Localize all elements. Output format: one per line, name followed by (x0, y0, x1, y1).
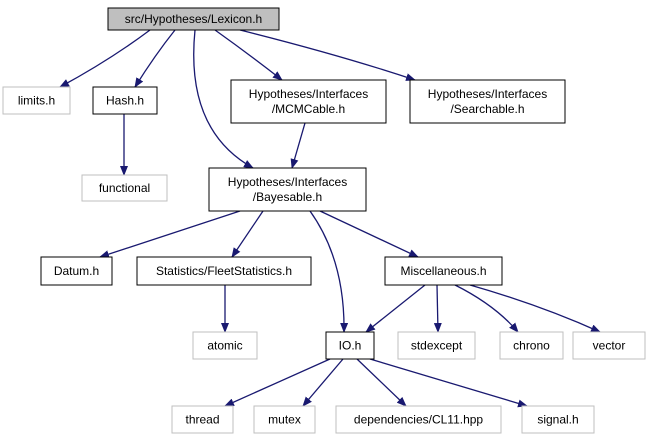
node-box (499, 331, 564, 360)
node-label: Datum.h (54, 264, 99, 278)
node-limits: limits.h (2, 86, 71, 115)
node-io[interactable]: IO.h (325, 331, 375, 360)
node-label: /Searchable.h (450, 102, 524, 116)
node-label: signal.h (537, 413, 578, 427)
node-mcmcable[interactable]: Hypotheses/Interfaces/MCMCable.h (230, 79, 387, 124)
node-searchable[interactable]: Hypotheses/Interfaces/Searchable.h (409, 79, 566, 124)
edge-io-to-mutex (302, 358, 344, 407)
node-label: src/Hypotheses/Lexicon.h (125, 12, 262, 26)
node-label: Hash.h (106, 94, 144, 108)
edges-layer (59, 29, 601, 408)
node-label: Hypotheses/Interfaces (249, 87, 368, 101)
node-label: atomic (207, 339, 242, 353)
node-functional: functional (81, 174, 168, 202)
node-label: IO.h (339, 339, 362, 353)
node-label: mutex (268, 413, 301, 427)
edge-misc-to-chrono (454, 284, 519, 333)
node-box (335, 405, 502, 434)
edge-io-to-thread (224, 358, 331, 407)
node-hash[interactable]: Hash.h (92, 86, 158, 115)
node-box (192, 331, 258, 360)
node-label: /MCMCable.h (272, 102, 345, 116)
edge-bayesable-to-fleetstats (231, 210, 264, 258)
node-box (384, 256, 503, 286)
node-lexicon[interactable]: src/Hypotheses/Lexicon.h (107, 7, 280, 31)
node-box (2, 86, 71, 115)
node-chrono: chrono (499, 331, 564, 360)
node-box (230, 79, 387, 124)
edge-lexicon-to-hash (134, 29, 176, 88)
edge-lexicon-to-mcmcable (214, 29, 283, 81)
node-cl11: dependencies/CL11.hpp (335, 405, 502, 434)
node-label: Hypotheses/Interfaces (228, 175, 347, 189)
edge-misc-to-vector (469, 284, 601, 333)
node-misc[interactable]: Miscellaneous.h (384, 256, 503, 286)
node-label: thread (185, 413, 219, 427)
node-box (521, 405, 595, 434)
node-box (397, 331, 476, 360)
edge-bayesable-to-datum (99, 210, 241, 258)
edge-lexicon-to-bayesable (193, 29, 254, 169)
edge-bayesable-to-misc (319, 210, 419, 258)
node-box (409, 79, 566, 124)
node-box (107, 7, 280, 31)
node-box (253, 405, 316, 434)
node-box (208, 167, 367, 212)
node-label: /Bayesable.h (253, 190, 322, 204)
node-bayesable[interactable]: Hypotheses/Interfaces/Bayesable.h (208, 167, 367, 212)
edge-mcmcable-to-bayesable (290, 122, 306, 169)
node-label: limits.h (18, 94, 55, 108)
edge-io-to-signal (369, 358, 528, 408)
edge-misc-to-stdexcept (433, 284, 442, 333)
edge-lexicon-to-limits (59, 29, 151, 88)
node-box (81, 174, 168, 202)
node-label: chrono (513, 339, 550, 353)
node-box (572, 331, 646, 360)
node-thread: thread (171, 405, 234, 434)
node-stdexcept: stdexcept (397, 331, 476, 360)
node-box (92, 86, 158, 115)
node-box (325, 331, 375, 360)
node-label: stdexcept (411, 339, 463, 353)
edge-io-to-cl11 (356, 358, 407, 407)
node-vector: vector (572, 331, 646, 360)
edge-misc-to-io (365, 284, 426, 333)
node-label: dependencies/CL11.hpp (354, 413, 484, 427)
edge-lexicon-to-searchable (239, 29, 416, 81)
node-signal: signal.h (521, 405, 595, 434)
node-box (171, 405, 234, 434)
node-label: vector (593, 339, 626, 353)
node-fleetstats[interactable]: Statistics/FleetStatistics.h (136, 256, 312, 286)
node-box (136, 256, 312, 286)
node-label: Statistics/FleetStatistics.h (156, 264, 292, 278)
node-label: Hypotheses/Interfaces (428, 87, 547, 101)
node-box (40, 256, 113, 286)
node-mutex: mutex (253, 405, 316, 434)
edge-bayesable-to-io (309, 210, 349, 333)
node-label: Miscellaneous.h (400, 264, 486, 278)
node-label: functional (99, 181, 150, 195)
node-datum[interactable]: Datum.h (40, 256, 113, 286)
node-atomic: atomic (192, 331, 258, 360)
